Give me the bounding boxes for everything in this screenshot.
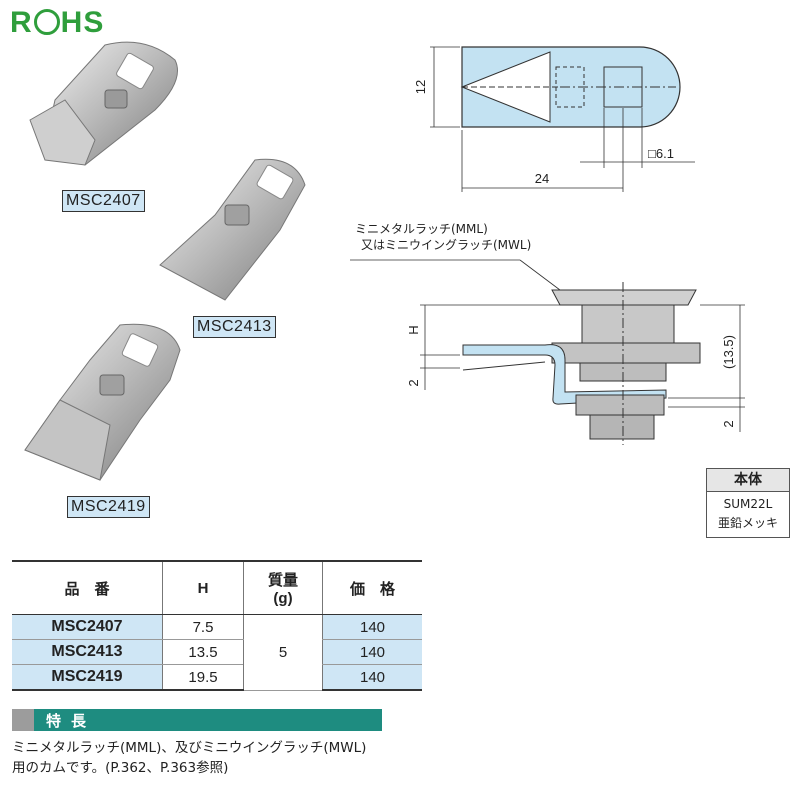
header-price: 価 格 bbox=[322, 560, 422, 615]
cell-part: MSC2407 bbox=[12, 614, 163, 640]
features-text: ミニメタルラッチ(MML)、及びミニウイングラッチ(MWL) 用のカムです。(P… bbox=[12, 740, 367, 776]
drawing-note: ミニメタルラッチ(MML) 又はミニウイングラッチ(MWL) bbox=[355, 222, 532, 252]
table-row: MSC2413 13.5 140 bbox=[12, 639, 422, 665]
top-view-drawing: 12 24 □6.1 bbox=[413, 46, 695, 192]
cell-h: 13.5 bbox=[162, 639, 244, 665]
cell-h: 7.5 bbox=[162, 614, 244, 640]
product-photo-msc2419 bbox=[24, 323, 181, 481]
globe-icon bbox=[33, 9, 60, 36]
side-view-drawing: H 2 (13.5) 2 bbox=[350, 259, 745, 445]
table-row: MSC2419 19.5 140 bbox=[12, 664, 422, 691]
dim-135: (13.5) bbox=[721, 335, 736, 369]
cell-price: 140 bbox=[322, 639, 422, 665]
header-part: 品 番 bbox=[12, 560, 163, 615]
product-photo-msc2413 bbox=[159, 158, 306, 301]
features-title: 特長 bbox=[46, 712, 97, 730]
features-heading: 特長 bbox=[12, 709, 382, 731]
cell-h: 19.5 bbox=[162, 664, 244, 691]
cell-mass: 5 bbox=[243, 614, 323, 691]
dim-square: □6.1 bbox=[648, 146, 674, 161]
spec-table: 品 番 H 質量 (g) 価 格 MSC2407 7.5 5 140 MSC24… bbox=[12, 560, 422, 691]
product-label: MSC2419 bbox=[67, 496, 150, 518]
dim-height: 12 bbox=[413, 80, 428, 94]
material-header: 本体 bbox=[707, 469, 789, 492]
material-line: SUM22L bbox=[723, 497, 773, 511]
cell-part: MSC2419 bbox=[12, 664, 163, 691]
product-label: MSC2407 bbox=[62, 190, 145, 212]
header-mass: 質量 (g) bbox=[243, 560, 323, 615]
cell-price: 140 bbox=[322, 664, 422, 691]
cell-part: MSC2413 bbox=[12, 639, 163, 665]
heading-marker bbox=[12, 709, 34, 731]
table-row: MSC2407 7.5 5 140 bbox=[12, 614, 422, 691]
cell-price: 140 bbox=[322, 614, 422, 640]
dim-width: 24 bbox=[535, 171, 549, 186]
header-h: H bbox=[162, 560, 244, 615]
material-box: 本体 SUM22L 亜鉛メッキ bbox=[706, 468, 790, 538]
dim-2-right: 2 bbox=[721, 420, 736, 427]
dim-2-left: 2 bbox=[406, 379, 421, 386]
product-label: MSC2413 bbox=[193, 316, 276, 338]
product-photo-msc2407 bbox=[29, 41, 178, 166]
material-line: 亜鉛メッキ bbox=[717, 516, 778, 530]
dim-h: H bbox=[406, 325, 421, 334]
